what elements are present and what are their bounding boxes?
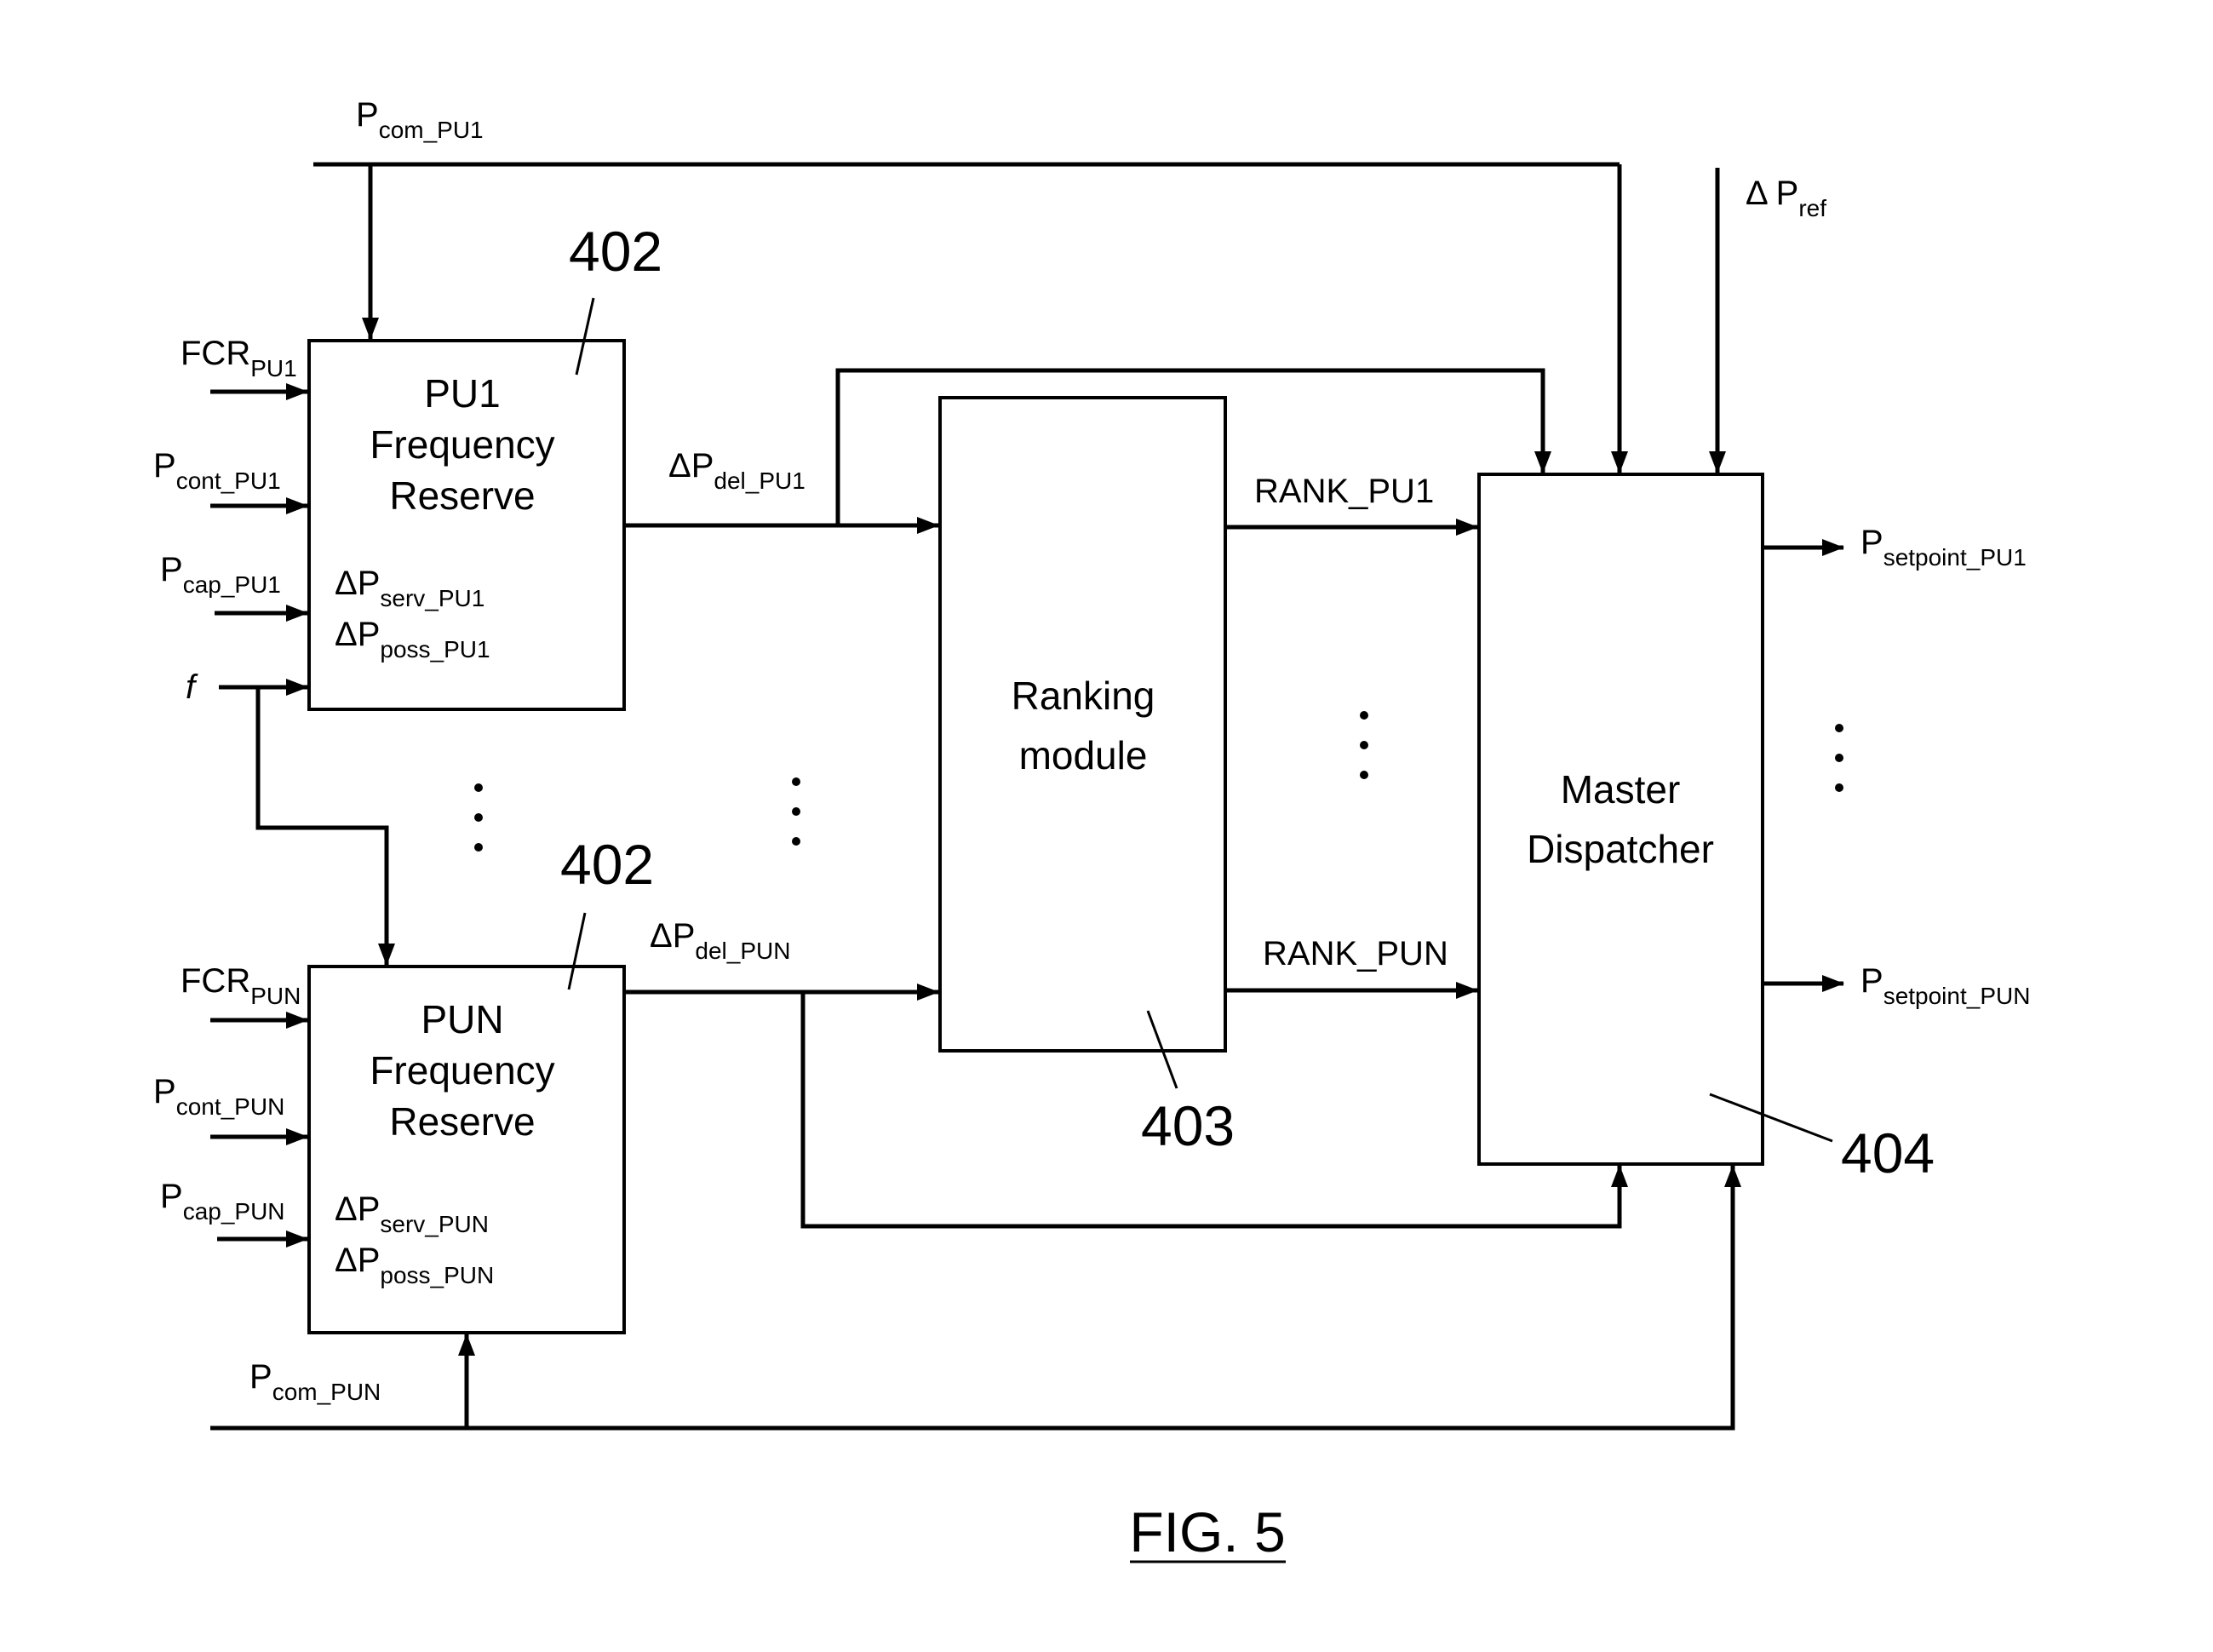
ranking-block-title: Ranking [1012, 674, 1155, 718]
fcr-pun-label: FCRPUN [181, 962, 301, 1009]
dpserv-pu1-label: ΔPserv_PU1 [335, 565, 484, 611]
ref-404-leader [1709, 1093, 1833, 1143]
fcr-pu1-label: FCRPU1 [181, 335, 297, 381]
dpposs-pun-label: ΔPposs_PUN [335, 1242, 494, 1288]
pu1-block-title: PU1 [424, 371, 500, 416]
dpserv-pun-label: ΔPserv_PUN [335, 1190, 489, 1237]
figure-caption: FIG. 5 [1129, 1500, 1285, 1563]
dpdel-pun-to-master-wire [800, 992, 1628, 1229]
ref-402-top-leader [575, 297, 595, 376]
setpoint-ellipsis-dots [1835, 724, 1843, 792]
dpref-label: Δ Pref [1746, 175, 1826, 221]
pun-frequency-reserve-block [307, 965, 626, 1334]
pcom-pun-label: Pcom_PUN [249, 1358, 381, 1405]
frequency-f-label: f [186, 668, 198, 706]
pun-block-title-line3: Reserve [389, 1099, 535, 1144]
pun-block-title-line2: Frequency [370, 1048, 554, 1093]
pcont-pun-label: Pcont_PUN [153, 1073, 284, 1120]
pcap-pun-label: Pcap_PUN [160, 1178, 285, 1225]
pu1-frequency-reserve-block [307, 339, 626, 711]
pu-ellipsis-dots [474, 783, 483, 852]
ref-404: 404 [1841, 1121, 1935, 1185]
pcom-pun-bus [210, 1165, 1741, 1431]
delta-ellipsis-dots [792, 777, 800, 846]
rank-ellipsis-dots [1360, 711, 1368, 779]
pu1-block-title-line2: Frequency [370, 422, 554, 467]
master-block-title: Master [1561, 767, 1681, 812]
pun-block-title: PUN [421, 997, 503, 1041]
ranking-module-block [938, 396, 1227, 1053]
master-dispatcher-block [1477, 473, 1764, 1166]
ref-403-leader [1146, 1010, 1178, 1089]
f-to-pun-wire [255, 687, 395, 966]
rank-pu1-label: RANK_PU1 [1254, 473, 1434, 510]
ranking-block-title-line2: module [1019, 733, 1148, 777]
pcap-pu1-label: Pcap_PU1 [160, 551, 281, 598]
dpposs-pu1-label: ΔPposs_PU1 [335, 616, 490, 663]
dpdel-pu1-to-master-wire [835, 368, 1551, 525]
rank-pun-label: RANK_PUN [1263, 935, 1448, 972]
pu1-block-title-line3: Reserve [389, 473, 535, 518]
ref-402-bottom: 402 [560, 833, 654, 896]
dpdel-pun-label: ΔPdel_PUN [650, 917, 790, 964]
pcom-pu1-label: Pcom_PU1 [356, 96, 484, 143]
psetpoint-pu1-label: Psetpoint_PU1 [1860, 524, 2027, 571]
dpdel-pu1-label: ΔPdel_PU1 [668, 447, 806, 494]
master-block-title-line2: Dispatcher [1527, 827, 1714, 871]
pcont-pu1-label: Pcont_PU1 [153, 447, 281, 494]
ref-403: 403 [1141, 1094, 1235, 1157]
ref-402-bottom-leader [567, 912, 587, 990]
psetpoint-pun-label: Psetpoint_PUN [1860, 962, 2030, 1009]
ref-402-top: 402 [569, 220, 662, 283]
